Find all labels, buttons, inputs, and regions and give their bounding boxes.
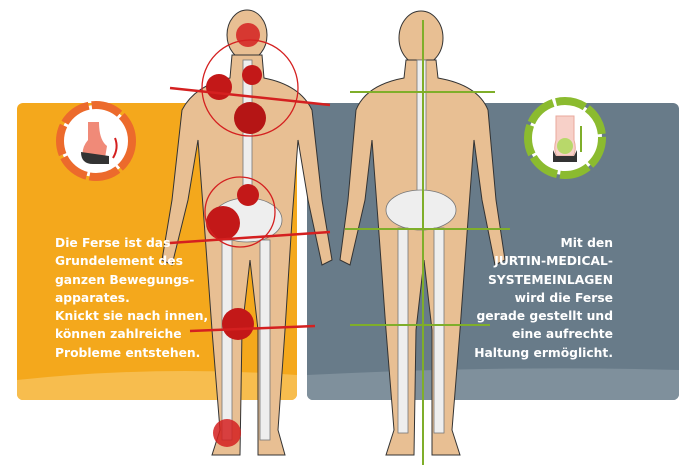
back-skeleton	[385, 59, 457, 434]
text-line: Probleme entstehen.	[55, 345, 201, 360]
text-line: eine aufrechte	[512, 327, 613, 342]
text-line: Haltung ermöglicht.	[474, 345, 613, 360]
text-line: Die Ferse ist das	[55, 236, 171, 250]
heel-straight-icon	[524, 97, 606, 179]
pain-points	[169, 23, 331, 447]
text-line: Knickt sie nach innen,	[55, 309, 209, 324]
text-line: SYSTEMEINLAGEN	[487, 272, 613, 287]
text-line: wird die Ferse	[514, 290, 613, 305]
front-body-figure	[161, 9, 333, 456]
text-line: gerade gestellt und	[476, 309, 613, 324]
text-line: Mit den	[560, 236, 613, 250]
text-line: apparates.	[55, 290, 130, 305]
text-line: JURTIN-MEDICAL-	[494, 254, 613, 269]
left-description: Die Ferse ist das Grundelement des ganze…	[55, 234, 208, 362]
text-line: Grundelement des	[55, 254, 183, 269]
right-description: Mit den JURTIN-MEDICAL- SYSTEMEINLAGEN w…	[474, 234, 613, 362]
heel-tilted-icon	[56, 101, 136, 181]
alignment-guides	[345, 20, 510, 465]
text-line: können zahlreiche	[55, 327, 182, 342]
text-line: ganzen Bewegungs-	[55, 272, 195, 287]
